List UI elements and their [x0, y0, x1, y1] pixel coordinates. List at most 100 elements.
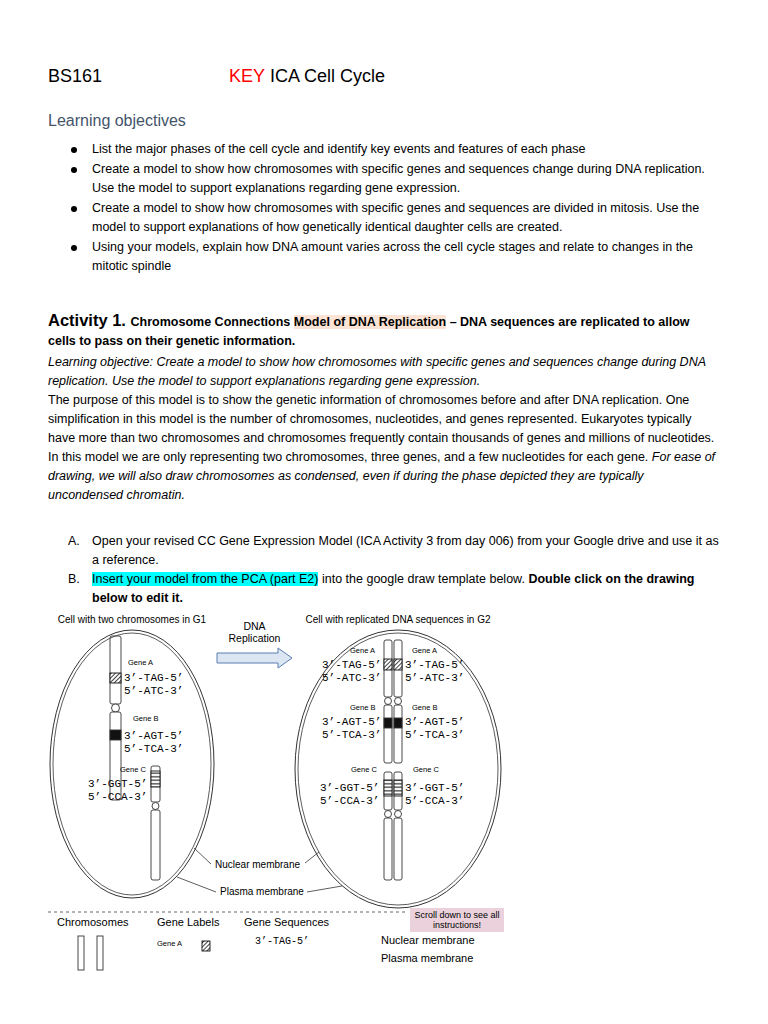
- g2-chromatids: [384, 640, 402, 880]
- gene-label: Gene A: [128, 659, 153, 668]
- gene-sequence: 3’-GGT-5’: [405, 782, 464, 794]
- nuclear-membrane: [298, 633, 498, 905]
- chromatid-arm: [384, 640, 392, 697]
- step-b: B.Insert your model from the PCA (part E…: [48, 570, 720, 608]
- note-text: Scroll down to see all instructions!: [413, 910, 501, 930]
- activity-name: Chromosome Connections: [131, 315, 291, 329]
- gene-a-mark: [394, 659, 402, 670]
- cell-outline: [47, 614, 217, 901]
- gene-sequence-sample: 3’-TAG-5’: [255, 936, 309, 948]
- leader-line: [177, 877, 216, 892]
- centromere: [385, 811, 392, 818]
- cell-outline: [292, 614, 504, 911]
- gene-sequence: 5’-CCA-3’: [320, 795, 379, 807]
- gene-label-sample: Gene A: [157, 940, 182, 949]
- gene-c-mark: [394, 780, 402, 796]
- gene-label: Gene C: [120, 766, 146, 775]
- gene-label: Gene A: [350, 647, 375, 656]
- gene-sequence: 5’-TCA-3’: [322, 729, 381, 741]
- gene-sequence: 3’-TAG-5’: [322, 659, 381, 671]
- gene-a-mark: [110, 673, 121, 683]
- toolbox-item: Plasma membrane: [381, 952, 473, 965]
- leader-line: [194, 848, 211, 864]
- toolbox-samples: [78, 936, 210, 970]
- gene-mark-sample: [202, 941, 210, 951]
- section-heading: Learning objectives: [48, 110, 716, 132]
- objectives-list: List the major phases of the cell cycle …: [48, 140, 720, 277]
- chromatid-arm: [384, 705, 392, 763]
- gene-sequence: 3’-TAG-5’: [405, 659, 464, 671]
- gene-label: Gene B: [133, 715, 158, 724]
- separator-line: [48, 912, 405, 913]
- chromatid-arm: [384, 772, 392, 810]
- objective-item: Create a model to show how chromosomes w…: [48, 199, 717, 238]
- title-area: KEYICA Cell Cycle: [229, 66, 390, 87]
- step-text: into the google draw template below.: [322, 572, 525, 586]
- course-code-area: BS161: [48, 66, 107, 87]
- plasma-membrane: [295, 630, 501, 908]
- body-text: The purpose of this model is to show the…: [48, 393, 714, 464]
- gene-b-mark: [384, 718, 392, 728]
- gene-sequence: 3’-AGT-5’: [405, 716, 464, 728]
- gene-sequence: 5’-TCA-3’: [405, 729, 464, 741]
- objective-item: Using your models, explain how DNA amoun…: [48, 238, 717, 277]
- gene-sequence: 5’-CCA-3’: [405, 795, 464, 807]
- gene-label: Gene C: [351, 766, 377, 775]
- chromosome-arm: [151, 810, 160, 880]
- objective-item: List the major phases of the cell cycle …: [48, 140, 717, 160]
- activity-heading: Activity 1. Chromosome ConnectionsModel o…: [48, 311, 720, 351]
- centromere: [385, 698, 392, 705]
- gene-sequence: 5’-CCA-3’: [88, 791, 147, 803]
- membrane-callout: Plasma membrane: [220, 886, 304, 898]
- step-a: A. Open your revised CC Gene Expression M…: [48, 532, 720, 570]
- gene-b-mark: [110, 730, 121, 740]
- step-marker: A.: [68, 532, 80, 551]
- objective-item: Create a model to show how chromosomes w…: [48, 160, 717, 199]
- gene-c-mark: [384, 780, 392, 796]
- leader-line: [305, 852, 319, 863]
- membrane-callout: Nuclear membrane: [215, 859, 300, 871]
- toolbox-heading: Gene Sequences: [244, 916, 329, 929]
- course-code: BS161: [48, 66, 102, 86]
- gene-sequence: 5’-TCA-3’: [124, 743, 183, 755]
- gene-label: Gene A: [412, 647, 437, 656]
- chromosome-arm: [151, 766, 160, 802]
- objectives-heading-area: Learning objectives: [48, 110, 720, 132]
- chromatid-arm: [394, 818, 402, 880]
- centromere: [395, 698, 402, 705]
- nuclear-membrane: [53, 633, 211, 895]
- gene-label: Gene B: [350, 704, 375, 713]
- gene-a-mark: [384, 659, 392, 670]
- gene-sequence: 3’-AGT-5’: [322, 716, 381, 728]
- gene-sequence: 5’-ATC-3’: [322, 672, 381, 684]
- toolbox-heading: Chromosomes: [57, 916, 129, 929]
- page-title: ICA Cell Cycle: [270, 66, 385, 86]
- cell-g2: Cell with replicated DNA sequences in G2: [292, 614, 504, 911]
- gene-sequence: 5’-ATC-3’: [405, 672, 464, 684]
- step-text: Open your revised CC Gene Expression Mod…: [92, 534, 719, 567]
- gene-sequence: 3’-GGT-5’: [88, 778, 147, 790]
- toolbox-item: Nuclear membrane: [381, 934, 475, 947]
- highlighted-phrase: Model of DNA Replication: [294, 315, 446, 329]
- cell-g1: Cell with two chromosomes in G1: [47, 614, 217, 901]
- text-column: Learning objectives List the major phase…: [48, 110, 720, 608]
- chromosome-arm: [110, 636, 121, 704]
- centromere: [112, 704, 120, 712]
- chromatid-arm: [394, 705, 402, 763]
- key-mark: KEY: [229, 66, 265, 86]
- activity-objective: Learning objective: Create a model to sh…: [48, 353, 720, 391]
- diagram-area: Cell with two chromosomes in G1 Cell with…: [0, 614, 768, 1014]
- chromatid-arm: [394, 772, 402, 810]
- toolbox-heading: Gene Labels: [157, 916, 219, 929]
- centromere: [152, 803, 159, 810]
- cell-heading: Cell with two chromosomes in G1: [58, 614, 206, 626]
- gene-label: Gene B: [412, 704, 437, 713]
- cell-heading: Cell with replicated DNA sequences in G2: [305, 614, 490, 626]
- gene-sequence: 3’-TAG-5’: [124, 672, 183, 684]
- replication-arrow: [217, 648, 292, 668]
- activity-number: Activity 1.: [48, 311, 126, 329]
- highlighted-phrase: Insert your model from the PCA (part E2): [92, 572, 318, 586]
- chromatid-arm: [394, 640, 402, 697]
- arrow-label: DNA Replication: [223, 620, 287, 644]
